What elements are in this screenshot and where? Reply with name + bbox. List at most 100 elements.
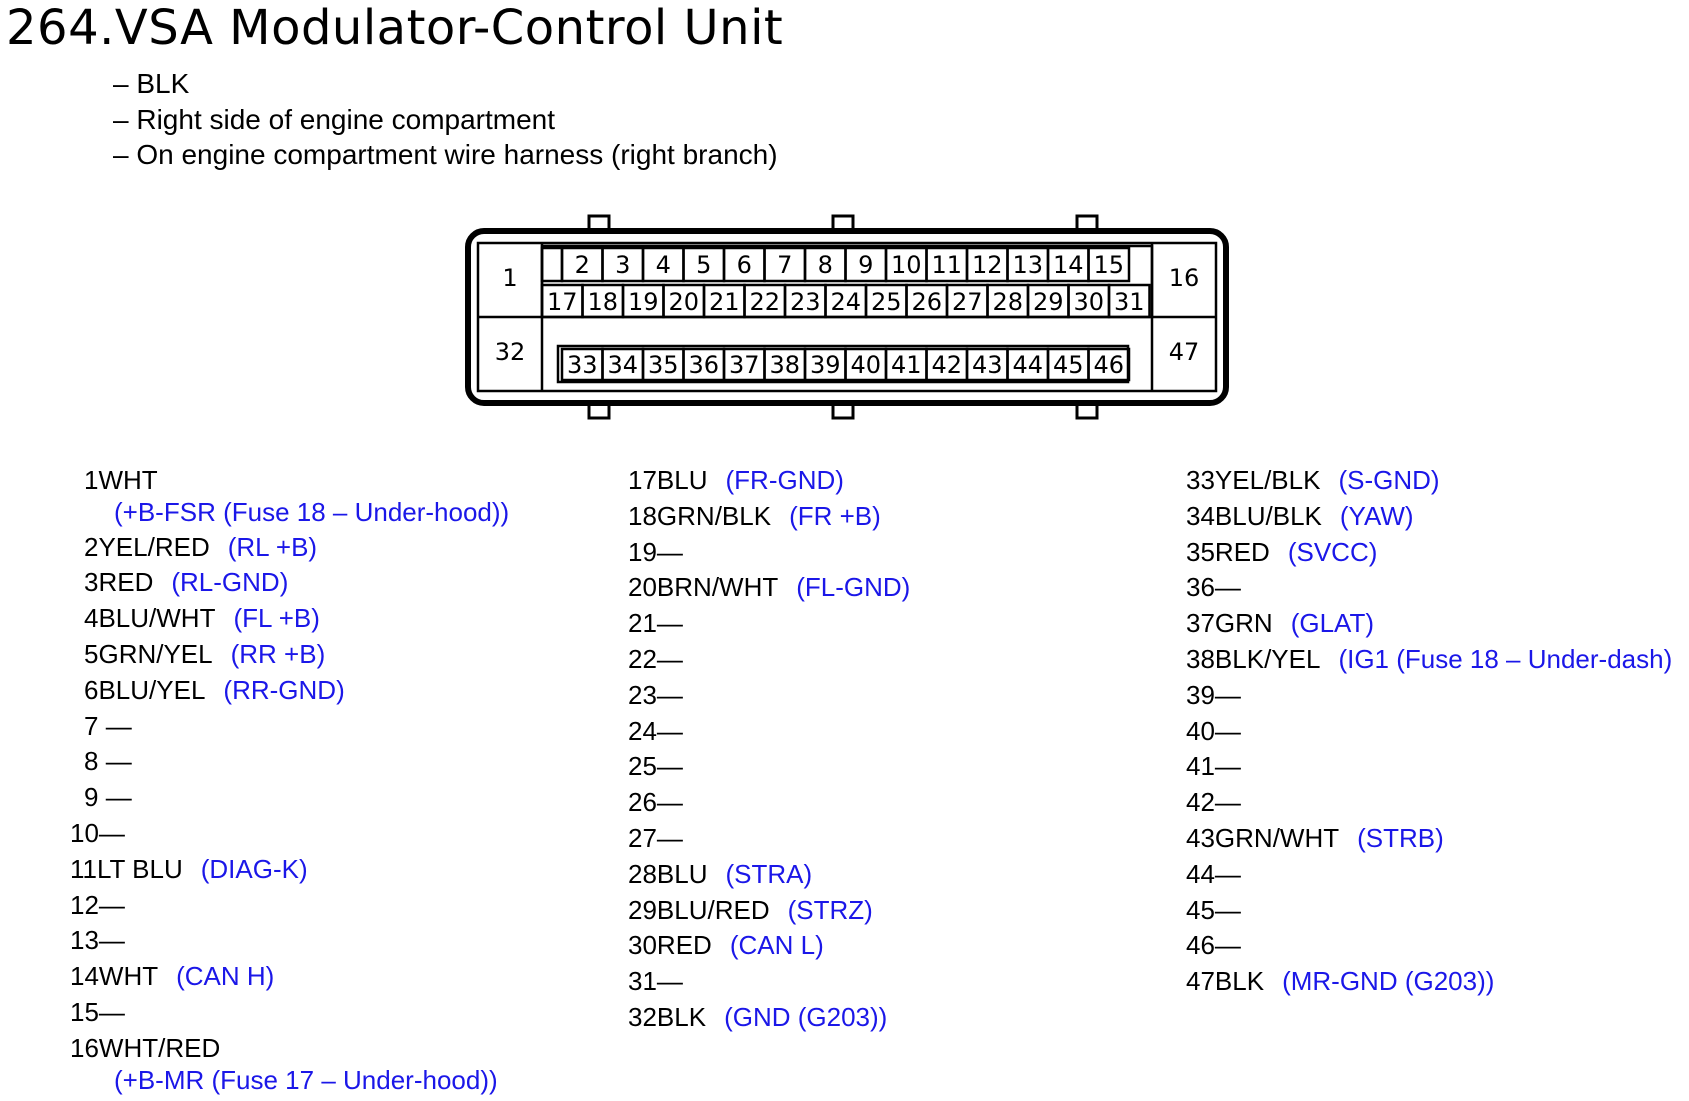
pin-entry: 8 — — [84, 746, 132, 777]
pin-number: 8 — [84, 746, 99, 777]
pin-entry: 36— — [1186, 572, 1241, 603]
connector-description: – BLK – Right side of engine compartment… — [113, 66, 778, 173]
pin-entry: 31— — [628, 966, 683, 997]
pin-entry: 18GRN/BLK(FR +B) — [628, 501, 881, 532]
pin-number: 13 — [70, 925, 99, 956]
cavity-number: 33 — [567, 351, 598, 379]
wire-color: BLK/YEL — [1214, 644, 1321, 674]
pin-entry: 35RED(SVCC) — [1186, 537, 1377, 568]
signal-name: (FL-GND) — [796, 572, 911, 603]
pin-number: 45 — [1186, 894, 1215, 925]
pin-entry: 44— — [1186, 859, 1241, 890]
pin-number: 39 — [1186, 679, 1215, 710]
pin-number: 34 — [1186, 500, 1215, 531]
pin-entry: 28BLU(STRA) — [628, 859, 812, 890]
pin-number: 21 — [628, 608, 657, 639]
cavity-number: 14 — [1053, 251, 1084, 279]
pin-number: 44 — [1186, 858, 1215, 889]
wire-color: BLU — [656, 465, 708, 495]
pin-entry: 32BLK(GND (G203)) — [628, 1002, 887, 1033]
pin-entry: 24— — [628, 716, 683, 747]
pin-entry: 41— — [1186, 751, 1241, 782]
signal-name: (GND (G203)) — [724, 1002, 888, 1032]
pin-number: 12 — [70, 889, 99, 920]
signal-name: (MR-GND (G203)) — [1282, 966, 1495, 997]
wire-color: — — [98, 996, 125, 1027]
cavity-number: 4 — [656, 251, 671, 279]
pin-number: 30 — [628, 930, 657, 961]
page-title: 264.VSA Modulator-Control Unit — [6, 0, 784, 56]
cavity-number: 32 — [495, 338, 526, 366]
wire-color: — — [1214, 679, 1241, 710]
wire-color: GRN — [1214, 608, 1273, 639]
cavity-number: 26 — [911, 288, 942, 316]
cavity-number: 11 — [931, 251, 962, 279]
cavity-number: 41 — [891, 351, 922, 379]
cavity-number: 27 — [952, 288, 983, 316]
pin-entry: 17BLU(FR-GND) — [628, 465, 844, 496]
cavity-number: 10 — [891, 251, 922, 279]
cavity-number: 35 — [648, 351, 679, 379]
pin-number: 20 — [628, 572, 657, 603]
wire-color: — — [1214, 715, 1241, 746]
pin-number: 37 — [1186, 608, 1215, 639]
wire-color: YEL/BLK — [1214, 465, 1321, 495]
cavity-number: 5 — [696, 251, 711, 279]
cavity-number: 31 — [1114, 288, 1145, 316]
wire-color: — — [656, 715, 683, 746]
cavity-number: 38 — [769, 351, 800, 379]
pin-number: 9 — [84, 782, 99, 813]
pin-entry: 9 — — [84, 782, 132, 813]
pin-number: 10 — [70, 817, 99, 848]
pin-entry: 21— — [628, 608, 683, 639]
signal-name: (RL +B) — [227, 531, 318, 562]
cavity-number: 47 — [1169, 338, 1200, 366]
connector-harness-note: – On engine compartment wire harness (ri… — [113, 139, 778, 170]
wire-color: — — [98, 710, 132, 741]
wire-color: — — [656, 751, 683, 782]
pin-number: 5 — [84, 638, 99, 669]
cavity-number: 8 — [818, 251, 833, 279]
pin-number: 40 — [1186, 715, 1215, 746]
cavity-number: 19 — [628, 288, 659, 316]
cavity-number: 45 — [1053, 351, 1084, 379]
signal-name: (RR-GND) — [223, 674, 345, 705]
pin-number: 43 — [1186, 823, 1215, 853]
connector-color-note: – BLK — [113, 68, 190, 99]
wire-color: — — [656, 679, 683, 710]
pin-entry: 27— — [628, 823, 683, 854]
cavity-number: 6 — [737, 251, 752, 279]
wire-color: — — [1214, 572, 1241, 603]
signal-name: (GLAT) — [1290, 608, 1374, 639]
pin-entry: 23— — [628, 680, 683, 711]
pin-entry: 4BLU/WHT(FL +B) — [84, 603, 320, 634]
cavity-number: 36 — [688, 351, 719, 379]
cavity-number: 20 — [668, 288, 699, 316]
pin-number: 16 — [70, 1032, 99, 1063]
pin-entry: 47BLK(MR-GND (G203)) — [1186, 966, 1494, 997]
pin-entry: 16WHT/RED — [70, 1033, 220, 1064]
wire-color: — — [1214, 930, 1241, 961]
signal-name: (STRZ) — [787, 894, 873, 925]
cavity-number: 2 — [575, 251, 590, 279]
pin-entry: 12— — [70, 890, 125, 921]
signal-name: (FR +B) — [789, 500, 881, 531]
pin-entry: 29BLU/RED(STRZ) — [628, 895, 873, 926]
pin-number: 23 — [628, 679, 657, 710]
pin-number: 33 — [1186, 465, 1215, 495]
cavity-number: 29 — [1033, 288, 1064, 316]
cavity-number: 22 — [749, 288, 780, 316]
pin-entry: 6BLU/YEL(RR-GND) — [84, 675, 345, 706]
pin-number: 18 — [628, 500, 657, 531]
wire-color: — — [98, 889, 125, 920]
signal-name: (SVCC) — [1287, 536, 1378, 567]
signal-name: (S-GND) — [1338, 465, 1440, 495]
wire-color: — — [656, 966, 683, 997]
cavity-number: 25 — [871, 288, 902, 316]
cavity-number: 12 — [972, 251, 1003, 279]
wire-color: — — [98, 817, 125, 848]
wire-color: — — [656, 644, 683, 674]
wire-color: RED — [656, 930, 712, 961]
